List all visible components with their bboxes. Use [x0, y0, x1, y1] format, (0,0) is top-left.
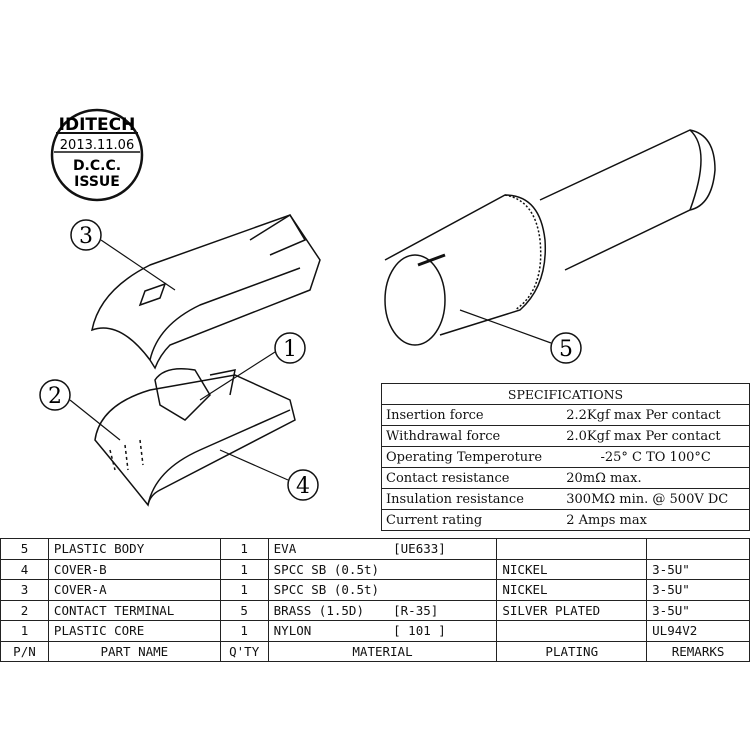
spec-label: Insertion force [381, 404, 563, 426]
spec-value: 2.2Kgf max Per contact [562, 404, 750, 426]
spec-value: 2.0Kgf max Per contact [562, 425, 750, 447]
quantity: 5 [219, 599, 269, 621]
part-number: 2 [0, 599, 49, 621]
material-code [388, 579, 498, 601]
plating [496, 620, 648, 642]
part-number: 3 [0, 579, 49, 601]
material: SPCC SB (0.5t) [267, 558, 389, 580]
part-number: 4 [0, 558, 49, 580]
spec-label: Current rating [381, 509, 563, 531]
quantity: 1 [219, 558, 269, 580]
part-contact-core-cover-b [94, 368, 296, 507]
part-cover-a [91, 213, 321, 370]
plating: NICKEL [496, 558, 648, 580]
header-part-name: PART NAME [47, 640, 221, 662]
callout-4: 4 [219, 449, 319, 501]
header-material: MATERIAL [267, 640, 498, 662]
material: BRASS (1.5D) [267, 599, 389, 621]
part-number: 1 [0, 620, 49, 642]
quantity: 1 [219, 620, 269, 642]
stamp-company: IDITECH [59, 115, 136, 135]
part-name: COVER-A [47, 579, 221, 601]
material-code: [UE633] [388, 538, 498, 560]
stamp-issue: ISSUE [74, 174, 120, 190]
spec-label: Insulation resistance [381, 488, 563, 510]
material-code: [R-35] [388, 599, 498, 621]
quantity: 1 [219, 538, 269, 560]
part-number: 5 [0, 538, 49, 560]
part-name: PLASTIC BODY [47, 538, 221, 560]
spec-value: -25° C TO 100°C [562, 446, 750, 468]
spec-title: SPECIFICATIONS [381, 383, 750, 405]
parts-header-row: P/N PART NAME Q'TY MATERIAL PLATING REMA… [0, 640, 750, 662]
svg-text:1: 1 [283, 337, 297, 362]
part-name: CONTACT TERMINAL [47, 599, 221, 621]
spec-label: Operating Temperoture [381, 446, 563, 468]
stamp-date: 2013.11.06 [60, 138, 134, 153]
header-remarks: REMARKS [646, 640, 750, 662]
header-qty: Q'TY [219, 640, 269, 662]
remarks: 3-5U" [646, 599, 750, 621]
remarks: 3-5U" [646, 558, 750, 580]
svg-text:3: 3 [79, 224, 93, 249]
callout-2: 2 [39, 379, 121, 441]
material: NYLON [267, 620, 389, 642]
part-name: PLASTIC CORE [47, 620, 221, 642]
callout-1: 1 [199, 332, 306, 401]
plating [496, 538, 648, 560]
header-plating: PLATING [496, 640, 648, 662]
svg-text:2: 2 [48, 384, 62, 409]
plating: SILVER PLATED [496, 599, 648, 621]
spec-value: 20mΩ max. [562, 467, 750, 489]
spec-value: 300MΩ min. @ 500V DC [562, 488, 750, 510]
material-code [388, 558, 498, 580]
header-pn: P/N [0, 640, 49, 662]
callout-5: 5 [459, 309, 582, 364]
dcc-issue-stamp: IDITECH 2013.11.06 D.C.C. ISSUE [50, 108, 144, 202]
spec-label: Withdrawal force [381, 425, 563, 447]
svg-text:4: 4 [296, 474, 310, 499]
material: EVA [267, 538, 389, 560]
spec-value: 2 Amps max [562, 509, 750, 531]
remarks: 3-5U" [646, 579, 750, 601]
spec-label: Contact resistance [381, 467, 563, 489]
part-name: COVER-B [47, 558, 221, 580]
quantity: 1 [219, 579, 269, 601]
remarks [646, 538, 750, 560]
part-plastic-body [384, 129, 716, 346]
material: SPCC SB (0.5t) [267, 579, 389, 601]
svg-text:5: 5 [559, 337, 573, 362]
stamp-dcc: D.C.C. [73, 158, 121, 174]
remarks: UL94V2 [646, 620, 750, 642]
plating: NICKEL [496, 579, 648, 601]
spec-row: Operating Temperoture-25° C TO 100°C [381, 446, 750, 468]
material-code: [ 101 ] [388, 620, 498, 642]
callout-3: 3 [70, 219, 176, 291]
